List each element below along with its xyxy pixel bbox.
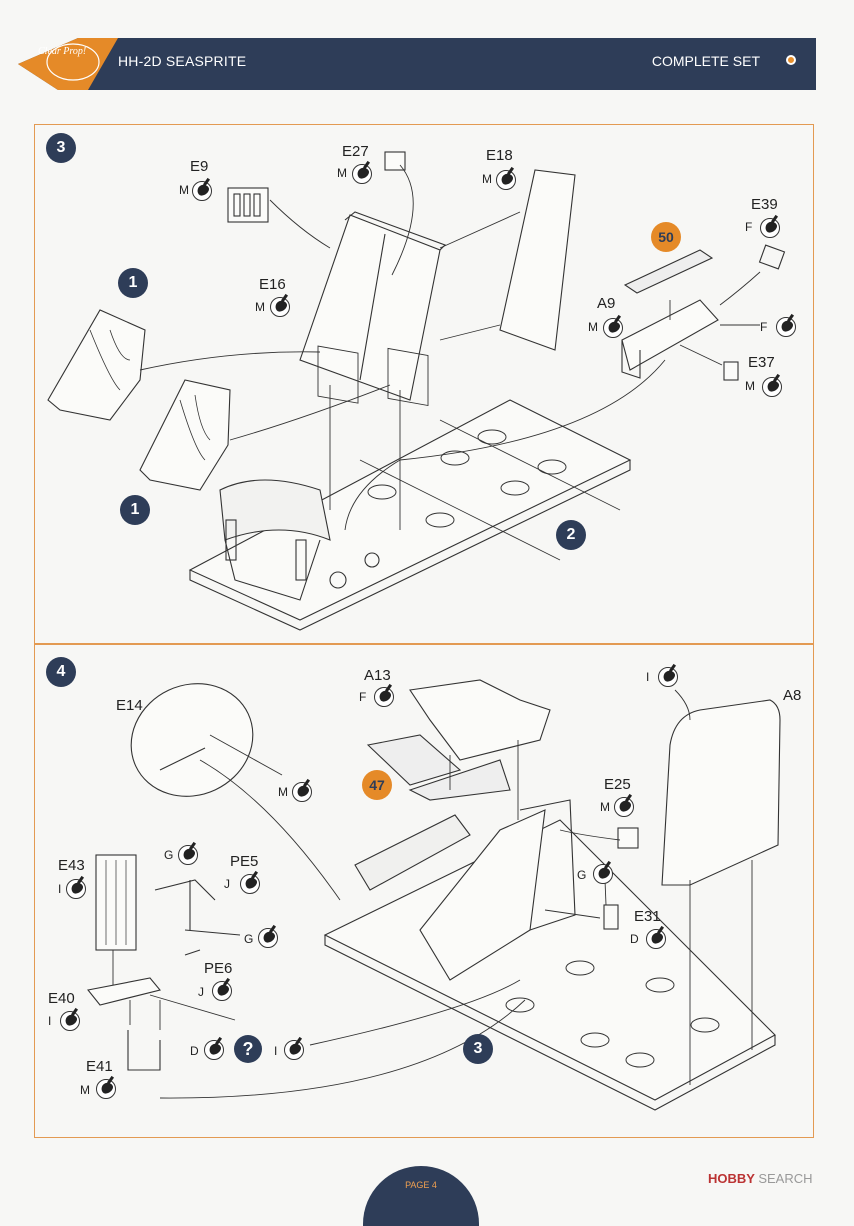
paint-code: I [274,1044,278,1058]
paint-code: M [278,785,288,799]
page-number: PAGE 4 [405,1180,437,1190]
paint-brush-icon [270,297,290,317]
kit-title: HH-2D SEASPRITE [118,53,247,69]
paint-brush-icon [593,864,613,884]
paint-code: D [630,932,639,946]
paint-brush-icon [96,1079,116,1099]
paint-brush-icon [212,981,232,1001]
part-label-E27: E27 [342,143,369,160]
paint-brush-icon [614,797,634,817]
watermark-brand: HOBBY [708,1171,755,1186]
part-label-E43: E43 [58,857,85,874]
paint-brush-icon [60,1011,80,1031]
etched-part-badge-47: 47 [362,770,392,800]
header-dot-icon [786,55,796,65]
part-label-E9: E9 [190,158,209,175]
paint-code: M [179,183,189,197]
part-label-E37: E37 [748,354,775,371]
paint-code: M [482,172,492,186]
part-label-A8: A8 [783,687,802,704]
question-icon: ? [234,1035,262,1063]
paint-brush-icon [284,1040,304,1060]
part-label-E18: E18 [486,147,513,164]
part-label-A13: A13 [364,667,391,684]
part-label-PE6: PE6 [204,960,233,977]
paint-brush-icon [776,317,796,337]
paint-brush-icon [603,318,623,338]
paint-brush-icon [760,218,780,238]
callout-seat-2: 1 [120,495,150,525]
step-4-panel [34,644,814,1138]
step-4-number: 4 [46,657,76,687]
watermark: HOBBY SEARCH [708,1171,813,1186]
paint-code: G [164,848,174,862]
header-bar [18,38,816,90]
step-3-panel [34,124,814,644]
paint-brush-icon [646,929,666,949]
paint-code: F [745,220,753,234]
paint-brush-icon [658,667,678,687]
paint-code: M [337,166,347,180]
paint-code: D [190,1044,199,1058]
paint-code: F [359,690,367,704]
paint-brush-icon [292,782,312,802]
paint-brush-icon [258,928,278,948]
etched-part-badge-50: 50 [651,222,681,252]
paint-code: M [588,320,598,334]
paint-brush-icon [374,687,394,707]
paint-brush-icon [496,170,516,190]
callout-step-3-assembly: 3 [463,1034,493,1064]
part-label-E41: E41 [86,1058,113,1075]
paint-brush-icon [192,181,212,201]
paint-code: M [745,379,755,393]
paint-code: M [255,300,265,314]
watermark-suffix: SEARCH [758,1171,813,1186]
paint-code: G [244,932,254,946]
part-label-A9: A9 [597,295,616,312]
paint-brush-icon [352,164,372,184]
paint-brush-icon [240,874,260,894]
paint-brush-icon [762,377,782,397]
step-3-number: 3 [46,133,76,163]
part-label-E14: E14 [116,697,143,714]
paint-code: J [198,985,204,999]
part-label-E25: E25 [604,776,631,793]
part-label-E16: E16 [259,276,286,293]
part-label-E40: E40 [48,990,75,1007]
paint-brush-icon [204,1040,224,1060]
set-label: COMPLETE SET [651,53,760,69]
brand-logo: Clear Prop! [38,46,87,57]
paint-brush-icon [178,845,198,865]
part-label-PE5: PE5 [230,853,259,870]
paint-code: J [224,877,230,891]
part-label-E39: E39 [751,196,778,213]
page-header: Clear Prop! HH-2D SEASPRITE COMPLETE SET [18,38,816,90]
paint-code: M [600,800,610,814]
paint-code: I [646,670,650,684]
paint-code: G [577,868,587,882]
paint-code: I [58,882,62,896]
callout-floor: 2 [556,520,586,550]
callout-seat-1: 1 [118,268,148,298]
part-label-E31: E31 [634,908,661,925]
paint-brush-icon [66,879,86,899]
paint-code: M [80,1083,90,1097]
paint-code: I [48,1014,52,1028]
assembly-drawing [47,151,786,1111]
paint-code: F [760,320,768,334]
